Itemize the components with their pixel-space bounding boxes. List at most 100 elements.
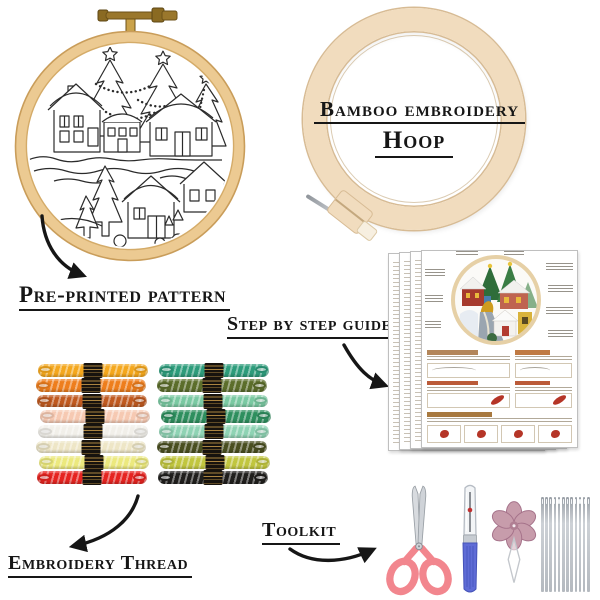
thread-skein-emerald-green: [161, 408, 271, 424]
scissors: [386, 485, 452, 596]
finished-embroidery-photo: [451, 255, 541, 345]
needle: [561, 497, 565, 592]
thread-paper-band: [202, 439, 222, 455]
flower-needle-threader: [491, 501, 537, 583]
thread-skein-seafoam-green: [159, 424, 269, 440]
red-stitch-icon: [439, 430, 449, 438]
guide-annotation: [546, 263, 573, 270]
thread-label: Embroidery Thread: [8, 553, 193, 578]
thread-skein-light-peach: [40, 408, 150, 424]
thread-paper-band: [85, 408, 105, 424]
guide-stitch-box: [538, 425, 572, 443]
thread-skein-olive-green: [157, 378, 267, 394]
arrow-to-guide: [342, 343, 389, 390]
guide-annotation: [504, 251, 524, 256]
guide-diagram-box: [427, 393, 510, 408]
guide-annotation: [456, 251, 478, 256]
thread-paper-band: [84, 454, 104, 470]
bamboo-hoop-label-line2: Hoop: [374, 127, 454, 158]
thread-paper-band: [81, 378, 101, 394]
seam-ripper: [462, 484, 478, 593]
thread-skein-rust-orange: [37, 393, 147, 409]
arrow-to-thread-label: [68, 494, 140, 553]
needle: [549, 497, 552, 592]
hoop-screw-icon: [97, 7, 178, 34]
guide-section: [427, 380, 510, 408]
arrow-to-pattern-label: [40, 214, 87, 279]
thread-skein-chartreuse: [160, 454, 270, 470]
bamboo-hoop: Bamboo embroidery Hoop: [300, 6, 528, 243]
thread-skein-pale-yellow: [39, 454, 149, 470]
red-stitch-icon: [550, 430, 560, 438]
guide-section-header: [514, 380, 551, 385]
bamboo-hoop-label-line1: Bamboo embroidery: [314, 97, 526, 125]
needles: [541, 497, 591, 594]
needle: [545, 497, 548, 592]
guide-stitch-box: [501, 425, 535, 443]
guide-text-lines: [514, 386, 572, 392]
guide-sheet-front: [421, 250, 578, 448]
guide-section: [514, 350, 572, 378]
thread-paper-band: [203, 393, 223, 409]
guide-label: Step by step guide: [227, 314, 396, 339]
needle: [541, 497, 544, 592]
pattern-hoop: [10, 0, 250, 262]
guide-annotation: [548, 330, 573, 337]
pattern-label: Pre-printed pattern: [19, 282, 231, 312]
guide-text-lines: [514, 356, 572, 361]
pattern-hoop-illustration: [14, 7, 246, 262]
needle: [578, 497, 582, 592]
needle: [557, 497, 561, 592]
thread-paper-band: [83, 424, 103, 440]
printed-village-pattern: [29, 46, 229, 247]
guide-stitch-box: [427, 425, 461, 443]
guide-diagram-box: [427, 362, 510, 378]
thread-skein-mint-green: [158, 393, 268, 409]
guide-column-left: [427, 350, 510, 411]
guide-column-right: [514, 350, 572, 411]
thread-column-left: [36, 362, 150, 488]
guide-annotation: [425, 269, 445, 276]
needle: [566, 497, 569, 592]
thread-skein-golden-yellow: [38, 362, 148, 378]
thread-skein-dark-olive: [157, 439, 267, 455]
red-stitch-icon: [513, 430, 523, 438]
thread-paper-band: [204, 362, 224, 378]
guide-bottom-section: [427, 412, 572, 443]
guide-section: [514, 380, 572, 408]
needle: [582, 497, 586, 592]
guide-diagram-box: [514, 362, 572, 378]
guide-stitch-box: [464, 425, 498, 443]
thread-paper-band: [83, 362, 103, 378]
thread-paper-band: [204, 424, 224, 440]
guide-text-lines: [427, 356, 510, 361]
thread-set: [36, 362, 272, 488]
thread-skein-orange: [36, 378, 146, 394]
thread-paper-band: [81, 439, 101, 455]
guide-annotation: [548, 285, 573, 292]
guide-text-lines: [427, 418, 572, 423]
thread-paper-band: [202, 378, 222, 394]
thread-skein-teal-green: [159, 362, 269, 378]
thread-skein-black: [158, 470, 268, 486]
needle: [553, 497, 557, 592]
thread-paper-band: [206, 408, 226, 424]
arrow-to-toolkit: [288, 547, 377, 564]
needle: [587, 497, 590, 592]
thread-paper-band: [205, 454, 225, 470]
bamboo-hoop-caption: Bamboo embroidery Hoop: [314, 97, 526, 158]
guide-stitch-examples: [427, 425, 572, 443]
red-stitch-icon: [476, 430, 486, 438]
thread-paper-band: [82, 470, 102, 486]
toolkit-label: Toolkit: [262, 520, 341, 545]
needle: [574, 497, 578, 592]
guide-annotation: [546, 307, 573, 314]
thread-skein-cream: [36, 439, 146, 455]
guide-annotation: [425, 321, 441, 328]
thread-skein-white: [38, 424, 148, 440]
guide-section-header: [514, 350, 551, 355]
guide-diagram-box: [514, 393, 572, 408]
guide-text-lines: [427, 386, 510, 392]
thread-skein-red: [37, 470, 147, 486]
